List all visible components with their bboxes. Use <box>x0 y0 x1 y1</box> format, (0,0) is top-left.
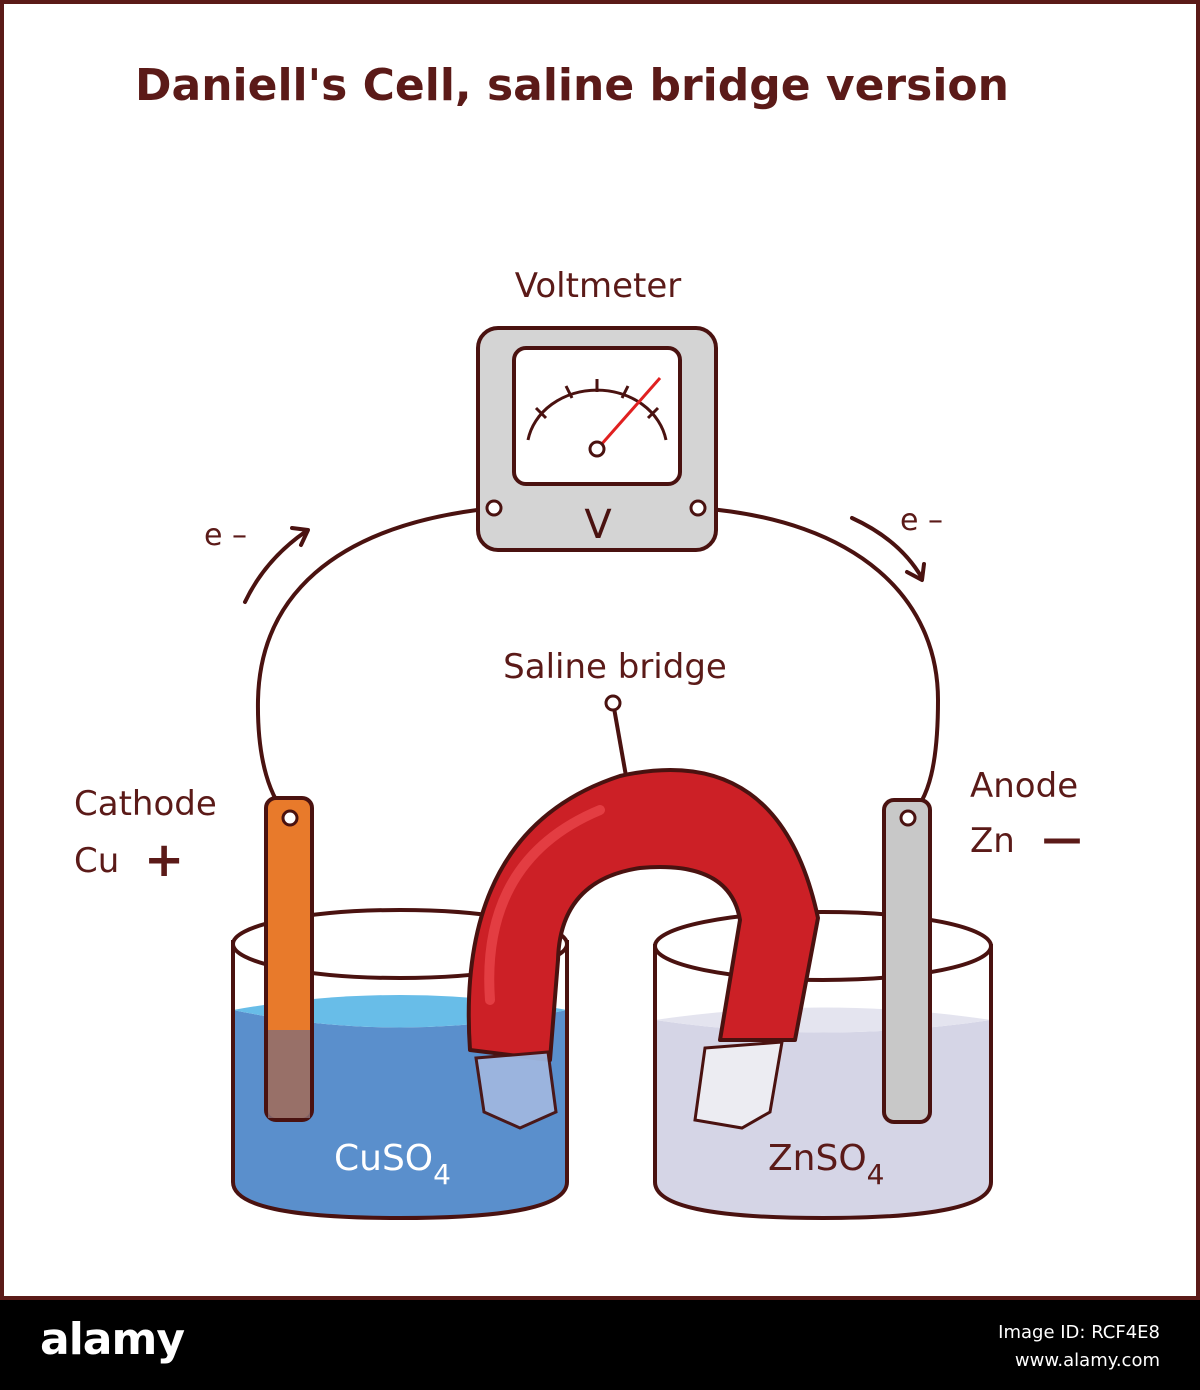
cathode-label: Cathode <box>74 784 217 824</box>
saline-bridge-tube <box>466 767 820 1062</box>
left-arrowhead-icon <box>290 526 310 547</box>
znso4-label-sub: 4 <box>867 1158 885 1191</box>
footer-bar: alamy Image ID: RCF4E8 www.alamy.com <box>0 1300 1200 1390</box>
saline-bridge <box>466 767 820 1130</box>
left-wire <box>255 506 495 820</box>
diagram-frame <box>0 0 1200 1300</box>
voltmeter-symbol: V <box>584 502 612 548</box>
footer-logo: alamy <box>40 1314 185 1365</box>
saline-bridge-right-plug <box>693 1040 784 1130</box>
needle-pivot <box>588 440 606 458</box>
right-electron-arrow <box>850 516 924 580</box>
voltmeter: V <box>476 326 718 552</box>
daniell-cell-diagram: Daniell's Cell, saline bridge version Vo… <box>74 60 1082 1221</box>
anode-label: Anode <box>970 766 1078 806</box>
saline-bridge-left-plug <box>474 1050 558 1130</box>
anode-metal-label: Zn <box>970 821 1015 861</box>
electron-label-left: e – <box>204 518 247 553</box>
cuso4-label-sub: 4 <box>433 1158 451 1191</box>
cuso4-label-main: CuSO <box>334 1138 433 1179</box>
right-arrowhead-icon <box>905 562 926 582</box>
right-wire <box>697 506 941 820</box>
saline-bridge-pointer-dot <box>604 694 622 712</box>
right-terminal <box>689 499 707 517</box>
diagram-title: Daniell's Cell, saline bridge version <box>135 60 1009 111</box>
electron-label-right: e – <box>900 503 943 538</box>
saline-bridge-label: Saline bridge <box>503 647 727 687</box>
voltmeter-needle <box>598 377 662 447</box>
footer-image-id: Image ID: RCF4E8 <box>998 1322 1160 1343</box>
copper-electrode <box>264 796 314 1122</box>
cathode-metal-label: Cu <box>74 841 119 881</box>
znso4-label-main: ZnSO <box>768 1138 867 1179</box>
cuso4-label: CuSO4 <box>334 1138 451 1191</box>
left-electron-arrow <box>243 530 307 604</box>
saline-bridge-pointer <box>612 707 628 777</box>
voltmeter-label: Voltmeter <box>515 266 681 306</box>
znso4-label: ZnSO4 <box>768 1138 885 1191</box>
zinc-electrode <box>882 798 932 1124</box>
left-terminal <box>485 499 503 517</box>
anode-sign: — <box>1042 816 1082 862</box>
cathode-sign: + <box>144 832 184 888</box>
footer-url: www.alamy.com <box>1014 1350 1160 1371</box>
